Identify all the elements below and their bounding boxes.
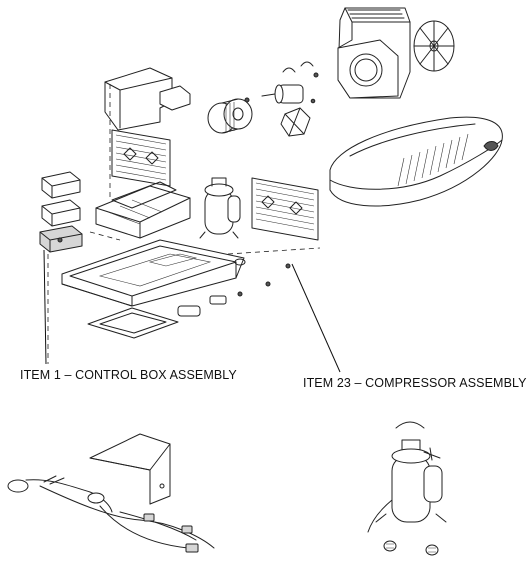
compressor-callout: ITEM 23 – COMPRESSOR ASSEMBLY xyxy=(303,376,527,390)
control-brackets xyxy=(39,171,83,253)
control-box-callout: ITEM 1 – CONTROL BOX ASSEMBLY xyxy=(20,368,237,382)
compressor xyxy=(199,177,241,239)
base-pan xyxy=(61,239,246,307)
evaporator-coil xyxy=(111,129,171,187)
outer-cover xyxy=(329,116,503,207)
fan-clips xyxy=(244,61,319,104)
ceiling-gasket xyxy=(87,307,179,339)
assembly-lines xyxy=(47,84,321,364)
control-box-detail xyxy=(7,433,215,553)
fan-shroud xyxy=(337,7,411,99)
fan-motor xyxy=(261,84,311,137)
blower-housing xyxy=(104,67,191,131)
condenser-coil xyxy=(251,177,319,241)
condenser-fan xyxy=(413,20,455,72)
compressor-detail xyxy=(367,421,447,556)
grommets xyxy=(177,263,291,317)
control-tray xyxy=(95,181,191,239)
blower-wheel xyxy=(207,98,253,134)
leader-lines xyxy=(43,249,341,373)
